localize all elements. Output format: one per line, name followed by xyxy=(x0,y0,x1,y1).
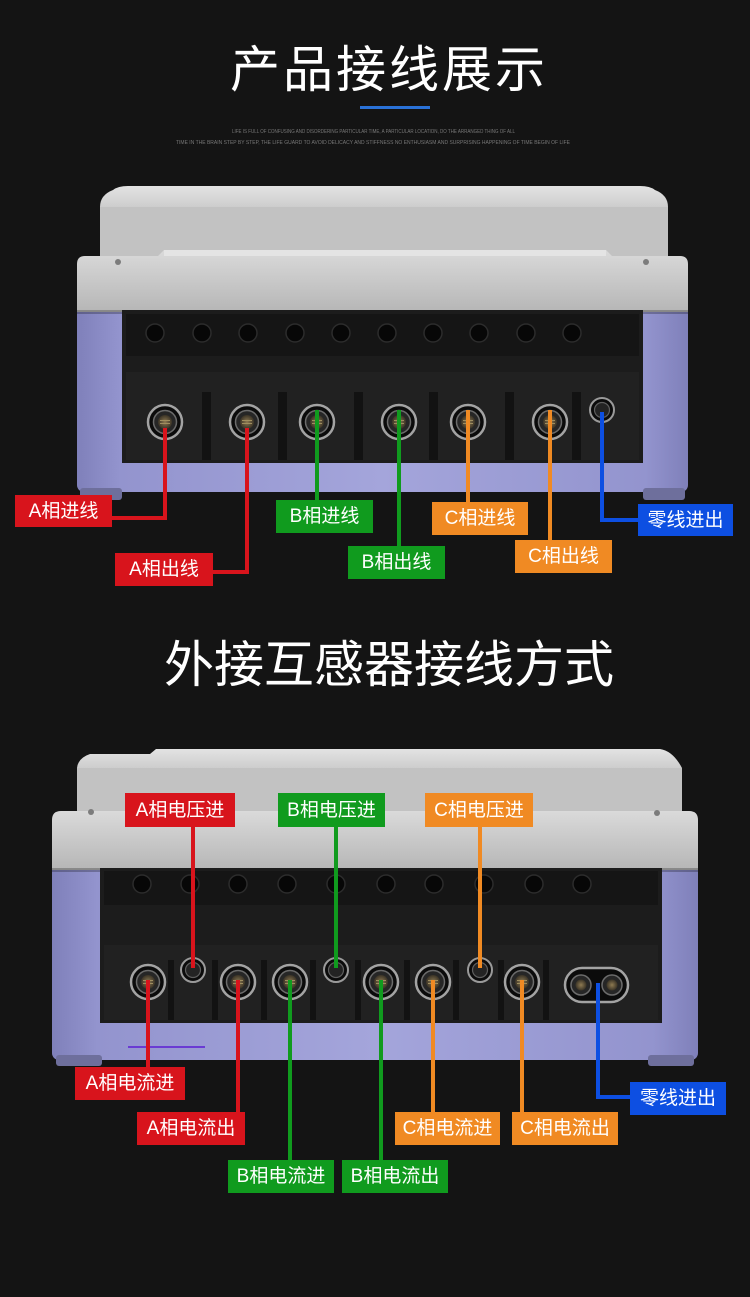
back-lid-front xyxy=(100,207,668,262)
callout-phase-b-current-out: B相电流出 xyxy=(342,1160,448,1193)
wire-terminals xyxy=(129,957,630,1004)
separator xyxy=(404,960,410,1020)
separator xyxy=(572,392,581,460)
terminal-block xyxy=(122,310,643,463)
access-hole xyxy=(277,874,297,894)
callout-phase-c-voltage-in: C相电压进 xyxy=(425,793,533,827)
separator xyxy=(310,960,316,1020)
front-cover-ridge xyxy=(164,250,606,256)
front-cover xyxy=(77,250,688,312)
separator xyxy=(498,960,504,1020)
callout-phase-c-out: C相出线 xyxy=(515,540,612,573)
back-lid-top xyxy=(100,186,668,207)
access-hole xyxy=(285,323,305,343)
separator xyxy=(354,392,363,460)
terminal-separators xyxy=(202,392,581,460)
access-hole xyxy=(524,874,544,894)
callout-phase-b-out: B相出线 xyxy=(348,546,445,579)
callout-phase-a-in: A相进线 xyxy=(15,495,112,527)
terminal-separators xyxy=(168,960,549,1020)
callout-phase-b-current-in: B相电流进 xyxy=(228,1160,334,1193)
section-title-ct-wiring: 外接互感器接线方式 xyxy=(164,637,614,693)
device-foot xyxy=(648,1055,694,1066)
title-underline xyxy=(360,106,430,109)
access-hole xyxy=(424,874,444,894)
access-hole xyxy=(145,323,165,343)
wiring-leader-lines-bottom xyxy=(146,825,632,1162)
front-cover-face xyxy=(77,250,688,312)
callout-phase-b-voltage-in: B相电压进 xyxy=(278,793,385,827)
leader-neutral xyxy=(600,412,640,522)
screw-icon xyxy=(654,810,660,816)
meter-device-top xyxy=(77,186,688,500)
subtitle-line-1: LIFE IS FULL OF CONFUSING AND DISORDERIN… xyxy=(232,129,515,135)
separator xyxy=(355,960,361,1020)
access-hole xyxy=(469,323,489,343)
separator xyxy=(453,960,459,1020)
callout-phase-c-current-in: C相电流进 xyxy=(395,1112,500,1145)
leader-phase-a-in xyxy=(110,428,167,520)
separator xyxy=(168,960,174,1020)
access-hole xyxy=(376,874,396,894)
callout-phase-a-voltage-in: A相电压进 xyxy=(125,793,235,827)
neutral-terminal-core xyxy=(575,979,587,991)
wiring-leader-lines-top xyxy=(110,410,640,574)
callout-phase-c-in: C相进线 xyxy=(432,502,528,535)
access-hole xyxy=(132,874,152,894)
section-title-product-wiring: 产品接线展示 xyxy=(230,42,548,98)
separator xyxy=(429,392,438,460)
separator xyxy=(261,960,267,1020)
access-hole xyxy=(331,323,351,343)
access-hole xyxy=(228,874,248,894)
access-hole xyxy=(474,874,494,894)
callout-neutral-ct: 零线进出 xyxy=(630,1082,726,1115)
screw-icon xyxy=(88,809,94,815)
separator xyxy=(212,960,218,1020)
back-lid xyxy=(100,186,668,262)
separator xyxy=(202,392,211,460)
callout-phase-a-current-out: A相电流出 xyxy=(137,1112,245,1145)
leader-neutral xyxy=(596,983,632,1099)
terminal-neutral xyxy=(563,966,630,1004)
access-hole xyxy=(572,874,592,894)
callout-phase-b-in: B相进线 xyxy=(276,500,373,533)
subtitle-line-2: TIME IN THE BRAIN STEP BY STEP, THE LIFE… xyxy=(176,140,570,146)
subtitle-decoration: LIFE IS FULL OF CONFUSING AND DISORDERIN… xyxy=(176,129,570,146)
access-hole xyxy=(377,323,397,343)
callout-phase-a-current-in: A相电流进 xyxy=(75,1067,185,1100)
neutral-terminal-core xyxy=(606,979,618,991)
access-hole xyxy=(562,323,582,343)
back-lid-top xyxy=(77,749,682,768)
leader-phase-a-out xyxy=(211,428,249,574)
access-hole xyxy=(423,323,443,343)
device-foot xyxy=(643,488,685,500)
device-foot xyxy=(56,1055,102,1066)
separator xyxy=(543,960,549,1020)
separator xyxy=(278,392,287,460)
callout-phase-c-current-out: C相电流出 xyxy=(512,1112,618,1145)
callout-neutral: 零线进出 xyxy=(638,504,733,536)
access-hole xyxy=(238,323,258,343)
separator xyxy=(505,392,514,460)
access-hole xyxy=(192,323,212,343)
screw-icon xyxy=(115,259,121,265)
access-hole xyxy=(180,874,200,894)
access-hole xyxy=(516,323,536,343)
screw-icon xyxy=(643,259,649,265)
callout-phase-a-out: A相出线 xyxy=(115,553,213,586)
